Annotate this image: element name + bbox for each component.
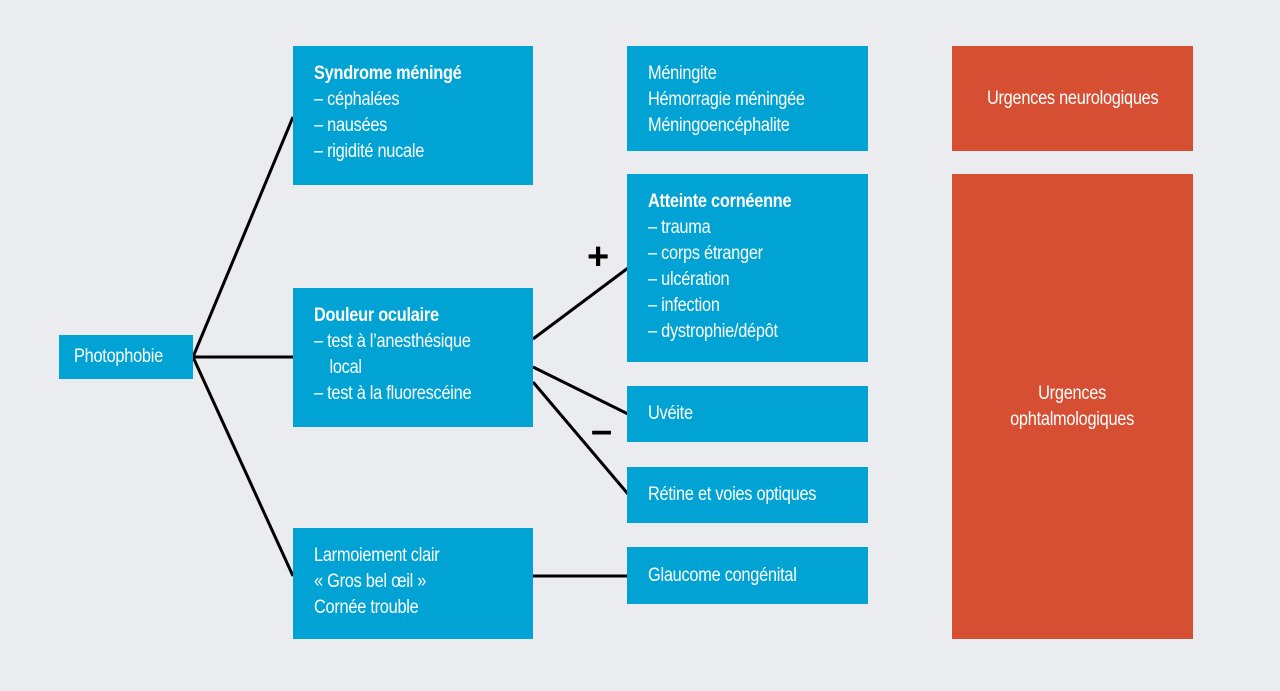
list-item: Hémorragie méningée (648, 89, 805, 110)
connector-photophobie-to-syndrome (191, 116, 295, 358)
connector-douleur-to-uveite (532, 365, 629, 416)
node-retine: Rétine et voies optiques (627, 467, 868, 523)
node-photophobie: Photophobie (59, 335, 193, 379)
list-item: local (329, 357, 362, 378)
list-item: – test à la fluorescéine (314, 383, 472, 404)
node-retine-label: Rétine et voies optiques (648, 484, 817, 505)
list-item: – trauma (648, 217, 711, 238)
list-item: – rigidité nucale (314, 141, 425, 162)
connector-douleur-to-atteinte (532, 266, 629, 341)
urgences-ophtalmologiques-line1: Urgences (1038, 382, 1107, 404)
list-item: – test à l’anesthésique (314, 331, 471, 352)
list-item: – infection (648, 295, 720, 316)
list-item: – corps étranger (648, 243, 763, 264)
list-item: « Gros bel œil » (314, 571, 427, 592)
list-item: – dystrophie/dépôt (648, 321, 778, 342)
connector-photophobie-to-larmoiement (191, 356, 295, 577)
node-glaucome-label: Glaucome congénital (648, 564, 797, 586)
urgences-ophtalmologiques-line2: ophtalmologiques (1010, 408, 1135, 430)
node-glaucome: Glaucome congénital (627, 547, 868, 604)
list-item: – nausées (314, 115, 388, 136)
node-larmoiement: Larmoiement clair « Gros bel œil » Corné… (293, 528, 533, 639)
urgences-neurologiques-label: Urgences neurologiques (986, 87, 1159, 109)
node-urgences-ophtalmologiques: Urgences ophtalmologiques (952, 174, 1193, 639)
node-douleur-oculaire: Douleur oculaire – test à l’anesthésique… (293, 288, 533, 427)
node-photophobie-label: Photophobie (74, 346, 164, 367)
node-syndrome-meninge-title: Syndrome méningé (314, 63, 462, 84)
positive-result-marker: + (587, 236, 610, 278)
node-uveite: Uvéite (627, 386, 868, 442)
list-item: Méningoencéphalite (648, 115, 790, 136)
node-uveite-label: Uvéite (648, 403, 693, 424)
list-item: Cornée trouble (314, 597, 419, 618)
negative-result-marker: – (591, 410, 613, 452)
node-atteinte-corneenne: Atteinte cornéenne – trauma – corps étra… (627, 174, 868, 362)
node-meningite-group: Méningite Hémorragie méningée Méningoenc… (627, 46, 868, 151)
node-atteinte-corneenne-title: Atteinte cornéenne (648, 191, 792, 212)
list-item: Méningite (648, 63, 717, 84)
connector-douleur-to-retine (531, 381, 630, 495)
node-syndrome-meninge: Syndrome méningé – céphalées – nausées –… (293, 46, 533, 185)
list-item: – céphalées (314, 89, 400, 110)
list-item: Larmoiement clair (314, 545, 440, 566)
node-douleur-oculaire-title: Douleur oculaire (314, 305, 439, 326)
list-item: – ulcération (648, 269, 730, 290)
node-urgences-neurologiques: Urgences neurologiques (952, 46, 1193, 151)
